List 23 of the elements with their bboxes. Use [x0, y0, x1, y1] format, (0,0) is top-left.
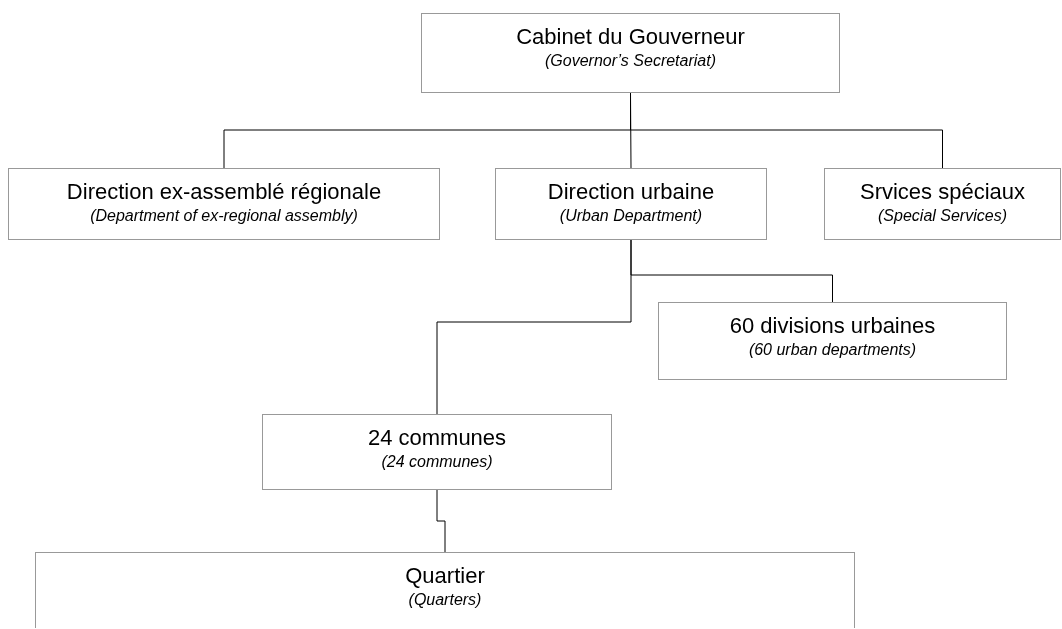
org-box [658, 302, 1007, 380]
unit-translation: (Governor’s Secretariat) [545, 51, 716, 71]
unit-translation: (Urban Department) [559, 206, 703, 226]
unit-translation: (Quarters) [408, 590, 482, 610]
unit-translation: (24 communes) [381, 452, 493, 472]
connector-line [436, 239, 632, 415]
unit-translation: (Department of ex-regional assembly) [90, 206, 358, 226]
unit-translation: (Special Services) [878, 206, 1007, 226]
unit-name: Srvices spéciaux [859, 179, 1026, 205]
connector-line [436, 489, 446, 553]
org-box [824, 168, 1061, 240]
unit-name: 24 communes [367, 425, 507, 451]
org-box [262, 414, 612, 490]
org-box [35, 552, 855, 628]
org-box [421, 13, 840, 93]
unit-name: Quartier [405, 563, 485, 589]
unit-translation: (60 urban departments) [748, 340, 917, 360]
unit-name: Direction urbaine [547, 179, 715, 205]
unit-name: Direction ex-assemblé régionale [66, 179, 382, 205]
unit-name: 60 divisions urbaines [729, 313, 936, 339]
org-box [495, 168, 767, 240]
unit-name: Cabinet du Gouverneur [516, 24, 745, 50]
org-box [8, 168, 440, 240]
